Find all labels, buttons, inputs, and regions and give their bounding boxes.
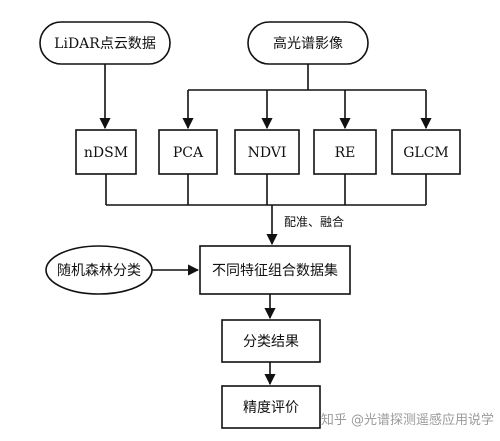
- ndsm-node: nDSM: [75, 129, 137, 175]
- fusion-label: 配准、融合: [284, 214, 344, 229]
- re-node: RE: [313, 129, 377, 175]
- feature-datasets-label: 不同特征组合数据集: [212, 262, 338, 279]
- hyperspectral-label: 高光谱影像: [273, 35, 343, 52]
- pca-label: PCA: [173, 145, 204, 161]
- ndsm-label: nDSM: [84, 145, 128, 161]
- hyperspectral-node: 高光谱影像: [247, 21, 369, 65]
- glcm-node: GLCM: [391, 129, 461, 175]
- classification-result-label: 分类结果: [243, 334, 299, 350]
- accuracy-evaluation-label: 精度评价: [243, 400, 299, 416]
- accuracy-evaluation-node: 精度评价: [221, 385, 321, 429]
- ndvi-label: NDVI: [248, 145, 287, 161]
- pca-node: PCA: [158, 129, 218, 175]
- glcm-label: GLCM: [403, 145, 449, 161]
- classification-result-node: 分类结果: [221, 319, 321, 363]
- lidar-node: LiDAR点云数据: [39, 21, 171, 65]
- lidar-label: LiDAR点云数据: [54, 36, 156, 52]
- random-forest-node: 随机森林分类: [45, 245, 153, 295]
- ndvi-node: NDVI: [234, 129, 300, 175]
- random-forest-label: 随机森林分类: [57, 263, 141, 279]
- watermark-text: 知乎 @光谱探测遥感应用说学: [321, 412, 494, 428]
- re-label: RE: [335, 145, 356, 161]
- feature-datasets-node: 不同特征组合数据集: [199, 245, 351, 295]
